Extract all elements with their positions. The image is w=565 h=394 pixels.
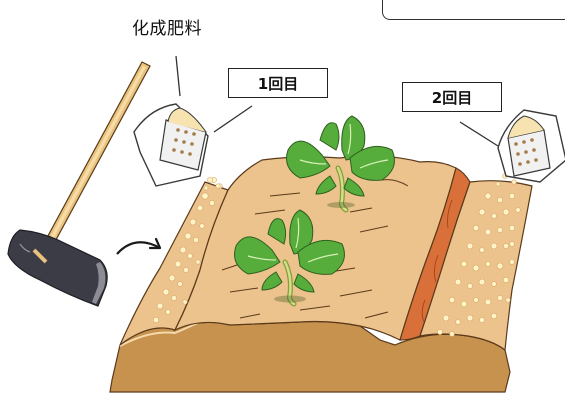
seedling-front-icon: [234, 209, 345, 307]
second-application-label: 2回目: [402, 82, 502, 112]
seedling-back-icon: [286, 115, 395, 213]
leader-lines: [175, 55, 499, 147]
falling-granules: [203, 173, 517, 191]
fertilizer-bag-right-icon: [497, 109, 565, 183]
fertilizer-granules-left: [152, 177, 223, 324]
top-panel-edge: [382, 0, 565, 20]
first-application-label: 1回目: [228, 68, 328, 98]
fertilizer-label: 化成肥料: [132, 19, 202, 39]
hoe-icon: [7, 61, 151, 307]
curved-arrow-icon: [116, 237, 162, 255]
fertilizer-bag-left-icon: [133, 103, 209, 187]
fertilizer-granules-right: [437, 192, 521, 337]
